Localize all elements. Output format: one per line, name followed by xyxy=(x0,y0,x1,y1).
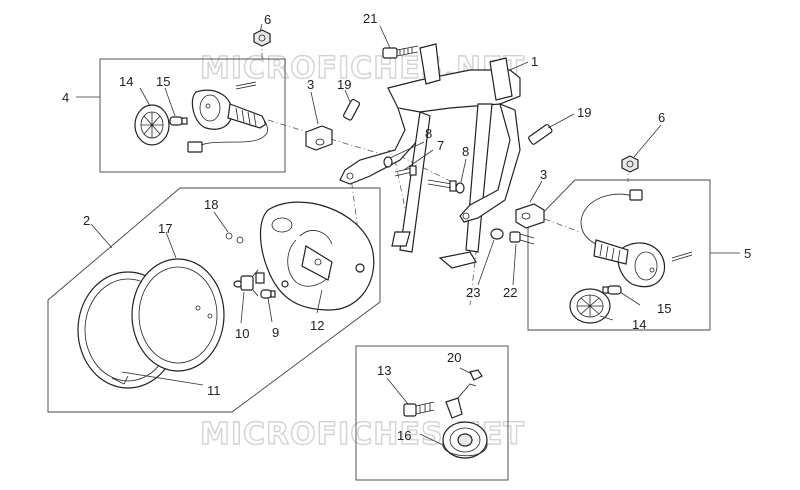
group-box-headlight xyxy=(47,187,381,413)
callout-6-right: 6 xyxy=(658,110,665,125)
rubber-mount-3-right xyxy=(515,203,545,229)
callout-10: 10 xyxy=(235,326,249,341)
callout-8-right: 8 xyxy=(462,144,469,159)
callout-20: 20 xyxy=(447,350,461,365)
callout-2: 2 xyxy=(83,213,90,228)
callout-22: 22 xyxy=(503,285,517,300)
callout-17: 17 xyxy=(158,221,172,236)
rubber-mount-3-left xyxy=(305,125,333,151)
callout-3-right: 3 xyxy=(540,167,547,182)
headlight-unit-17 xyxy=(131,258,225,372)
o-ring-18b xyxy=(236,236,244,244)
callout-labels: 1 2 3 3 4 5 6 6 7 8 8 9 10 11 12 13 14 1… xyxy=(62,11,751,443)
washer-23 xyxy=(490,228,504,240)
callout-16: 16 xyxy=(397,428,411,443)
nut-6-left xyxy=(253,29,271,47)
callout-4: 4 xyxy=(62,90,69,105)
callout-5: 5 xyxy=(744,246,751,261)
leader-lines xyxy=(76,23,740,447)
callout-18: 18 xyxy=(204,197,218,212)
left-indicator-assembly xyxy=(134,81,268,153)
screw-7-lower xyxy=(427,179,457,192)
callout-7: 7 xyxy=(437,138,444,153)
nut-6-right xyxy=(621,155,639,173)
callout-14-right: 14 xyxy=(632,317,646,332)
headlight-bulb-10 xyxy=(233,269,265,297)
indicator-bulb-15-left xyxy=(169,116,188,126)
screw-7-upper xyxy=(394,165,417,177)
callout-13: 13 xyxy=(377,363,391,378)
group-box-left-indicator xyxy=(99,58,286,173)
nut-20 xyxy=(469,369,483,381)
callout-3-left: 3 xyxy=(307,77,314,92)
callout-6-left: 6 xyxy=(264,12,271,27)
headlight-bracket-frame xyxy=(339,43,521,269)
callout-15-right: 15 xyxy=(657,301,671,316)
callout-9: 9 xyxy=(272,325,279,340)
callout-15-left: 15 xyxy=(156,74,170,89)
spacer-19-left xyxy=(342,98,361,121)
headlight-shell-12 xyxy=(259,201,375,311)
indicator-lens-14-right xyxy=(569,288,611,324)
group-box-horn xyxy=(355,345,509,481)
indicator-body-right xyxy=(580,189,666,288)
callout-14-left: 14 xyxy=(119,74,133,89)
screw-13 xyxy=(403,401,435,417)
callout-21: 21 xyxy=(363,11,377,26)
callout-19-left: 19 xyxy=(337,77,351,92)
callout-19-right: 19 xyxy=(577,105,591,120)
callout-1: 1 xyxy=(531,54,538,69)
horn-assembly xyxy=(403,369,488,459)
right-indicator-assembly xyxy=(569,189,693,324)
indicator-bulb-15-right xyxy=(602,285,622,295)
callout-8-left: 8 xyxy=(425,126,432,141)
callout-23: 23 xyxy=(466,285,480,300)
spacer-19-right xyxy=(528,124,553,145)
indicator-body-left xyxy=(187,89,268,153)
callout-11: 11 xyxy=(207,383,221,398)
headlight-assembly xyxy=(77,201,375,389)
horn-16 xyxy=(442,383,488,459)
o-ring-18a xyxy=(225,232,233,240)
parking-bulb-9 xyxy=(260,289,276,299)
screw-22 xyxy=(509,231,535,245)
callout-12: 12 xyxy=(310,318,324,333)
washer-8-right xyxy=(455,182,465,194)
washer-8-left xyxy=(383,156,393,168)
